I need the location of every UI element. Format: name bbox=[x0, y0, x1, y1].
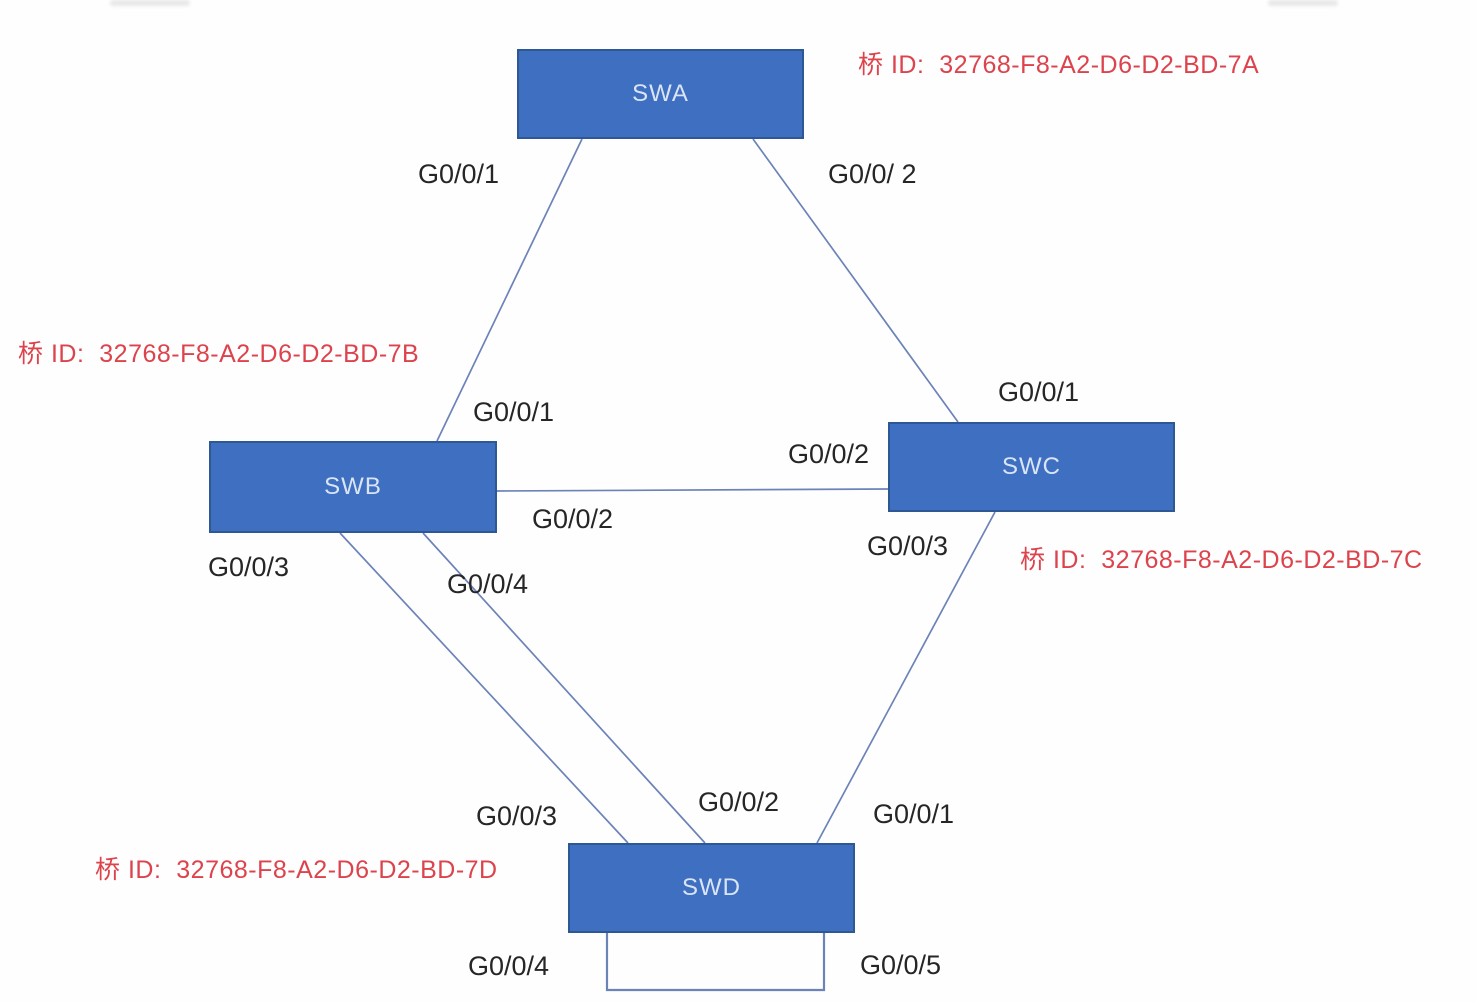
switch-name-swc: SWC bbox=[1002, 453, 1061, 480]
link-swd-g0-0-4-swd-g0-0-5 bbox=[605, 933, 826, 992]
bridge-id-swb: 桥 ID: 32768-F8-A2-D6-D2-BD-7B bbox=[18, 340, 420, 368]
port-label-swb-g0-0-3: G0/0/3 bbox=[208, 552, 290, 582]
link-swa-g0-0-2-swc-g0-0-1 bbox=[752, 138, 959, 423]
port-label-swd-g0-0-1: G0/0/1 bbox=[873, 799, 955, 829]
link-swb-g0-0-3-swd-g0-0-3 bbox=[339, 532, 629, 844]
switch-name-swa: SWA bbox=[632, 80, 689, 107]
port-label-swc-g0-0-1: G0/0/1 bbox=[998, 377, 1080, 407]
bridge-id-swc: 桥 ID: 32768-F8-A2-D6-D2-BD-7C bbox=[1020, 546, 1423, 574]
switch-node-swb: SWB bbox=[209, 441, 497, 533]
link-swa-g0-0-1-swb-g0-0-1 bbox=[436, 138, 583, 442]
port-label-swd-g0-0-5: G0/0/5 bbox=[860, 950, 942, 980]
port-label-swc-g0-0-2: G0/0/2 bbox=[788, 439, 870, 469]
port-label-swb-g0-0-1: G0/0/1 bbox=[473, 397, 555, 427]
switch-node-swa: SWA bbox=[517, 49, 804, 139]
bridge-id-swa: 桥 ID: 32768-F8-A2-D6-D2-BD-7A bbox=[858, 51, 1260, 79]
link-swb-g0-0-2-swc-g0-0-2 bbox=[496, 488, 889, 492]
port-label-swb-g0-0-4: G0/0/4 bbox=[447, 569, 529, 599]
port-label-swb-g0-0-2: G0/0/2 bbox=[532, 504, 614, 534]
port-label-swc-g0-0-3: G0/0/3 bbox=[867, 531, 949, 561]
crop-artifact bbox=[110, 0, 190, 6]
switch-name-swb: SWB bbox=[324, 473, 382, 500]
port-label-swd-g0-0-3: G0/0/3 bbox=[476, 801, 558, 831]
switch-name-swd: SWD bbox=[682, 874, 741, 901]
bridge-id-swd: 桥 ID: 32768-F8-A2-D6-D2-BD-7D bbox=[95, 856, 498, 884]
port-label-swa-g0-0-1: G0/0/1 bbox=[418, 159, 500, 189]
switch-node-swd: SWD bbox=[568, 843, 855, 933]
switch-node-swc: SWC bbox=[888, 422, 1175, 512]
port-label-swd-g0-0-4: G0/0/4 bbox=[468, 951, 550, 981]
port-label-swa-g0-0-2: G0/0/ 2 bbox=[828, 159, 917, 189]
crop-artifact bbox=[1268, 0, 1338, 6]
link-swb-g0-0-4-swd-g0-0-2 bbox=[422, 532, 706, 844]
link-swc-g0-0-3-swd-g0-0-1 bbox=[816, 511, 996, 844]
port-label-swd-g0-0-2: G0/0/2 bbox=[698, 787, 780, 817]
